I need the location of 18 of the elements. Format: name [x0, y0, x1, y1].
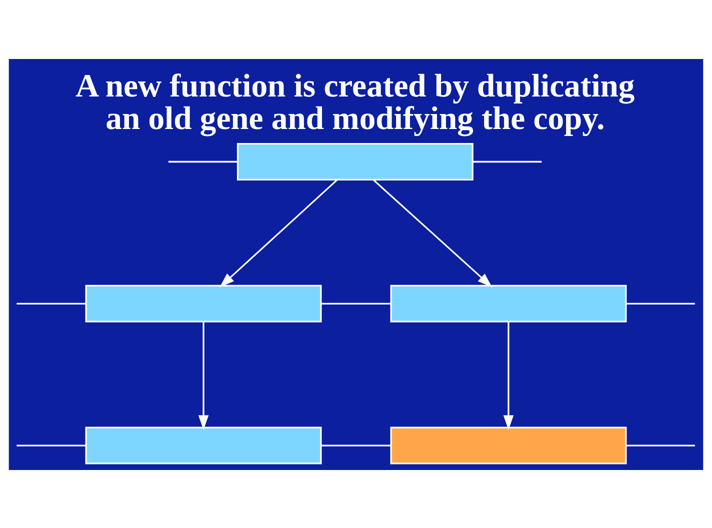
- diagram-title: A new function is created by duplicating an old gene and modifying the copy.: [75, 68, 635, 137]
- connector: [473, 160, 542, 162]
- node-box: [85, 284, 322, 322]
- node-box: [390, 426, 627, 464]
- arrow: [198, 321, 209, 430]
- connector: [321, 444, 391, 446]
- node-box: [390, 284, 627, 322]
- connector: [168, 160, 238, 162]
- connector: [626, 444, 695, 446]
- connector: [321, 302, 391, 304]
- arrow: [220, 178, 338, 287]
- node-box: [85, 426, 322, 464]
- connector: [16, 444, 86, 446]
- connector: [626, 302, 695, 304]
- connector: [16, 302, 86, 304]
- node-box: [236, 142, 474, 180]
- arrow: [503, 321, 514, 430]
- arrow: [372, 178, 492, 287]
